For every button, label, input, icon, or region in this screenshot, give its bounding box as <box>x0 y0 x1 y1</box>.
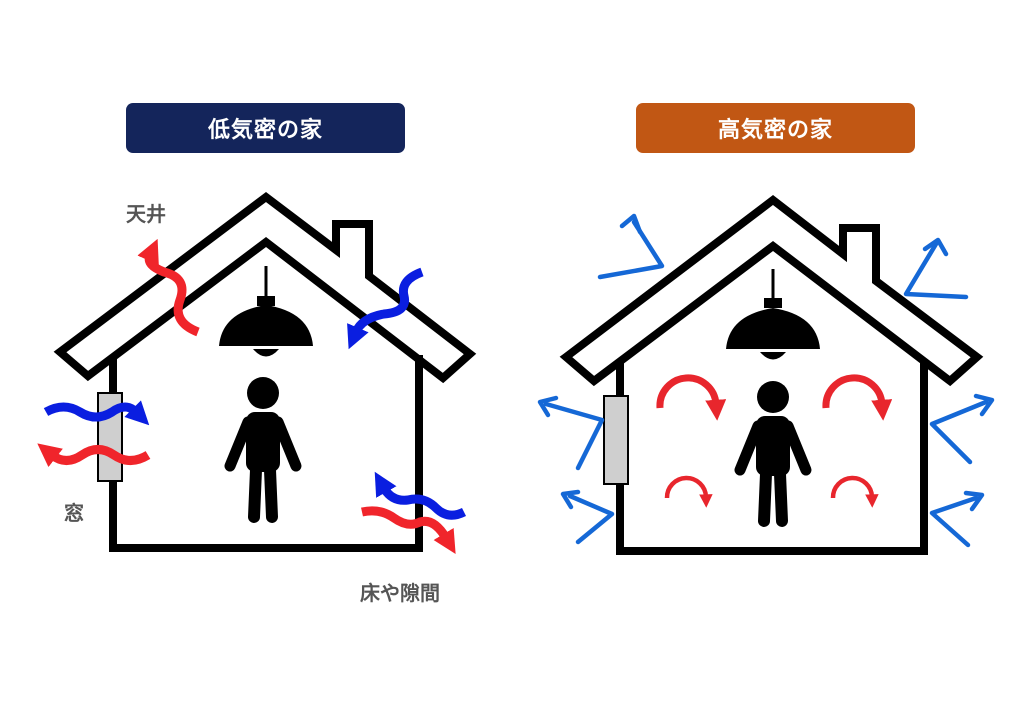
high-airtight-house <box>537 194 995 555</box>
pendant-lamp-icon <box>726 269 820 360</box>
floor-gaps-label: 床や隙間 <box>360 581 440 605</box>
window-label: 窓 <box>64 501 84 525</box>
low-airtight-house <box>37 191 477 555</box>
pendant-lamp-icon <box>219 266 313 357</box>
deflect-arrow-icon <box>537 213 995 548</box>
high-airtight-title: 高気密の家 <box>636 103 915 153</box>
ceiling-label: 天井 <box>126 202 166 226</box>
wavy-arrow-icon <box>37 238 467 555</box>
circular-arrow-icon <box>656 374 893 508</box>
person-icon <box>734 381 812 527</box>
house-outline-icon <box>53 191 477 384</box>
low-airtight-title: 低気密の家 <box>126 103 405 153</box>
person-icon <box>224 377 302 523</box>
house-outline-icon <box>559 194 984 387</box>
window-icon <box>603 395 629 485</box>
